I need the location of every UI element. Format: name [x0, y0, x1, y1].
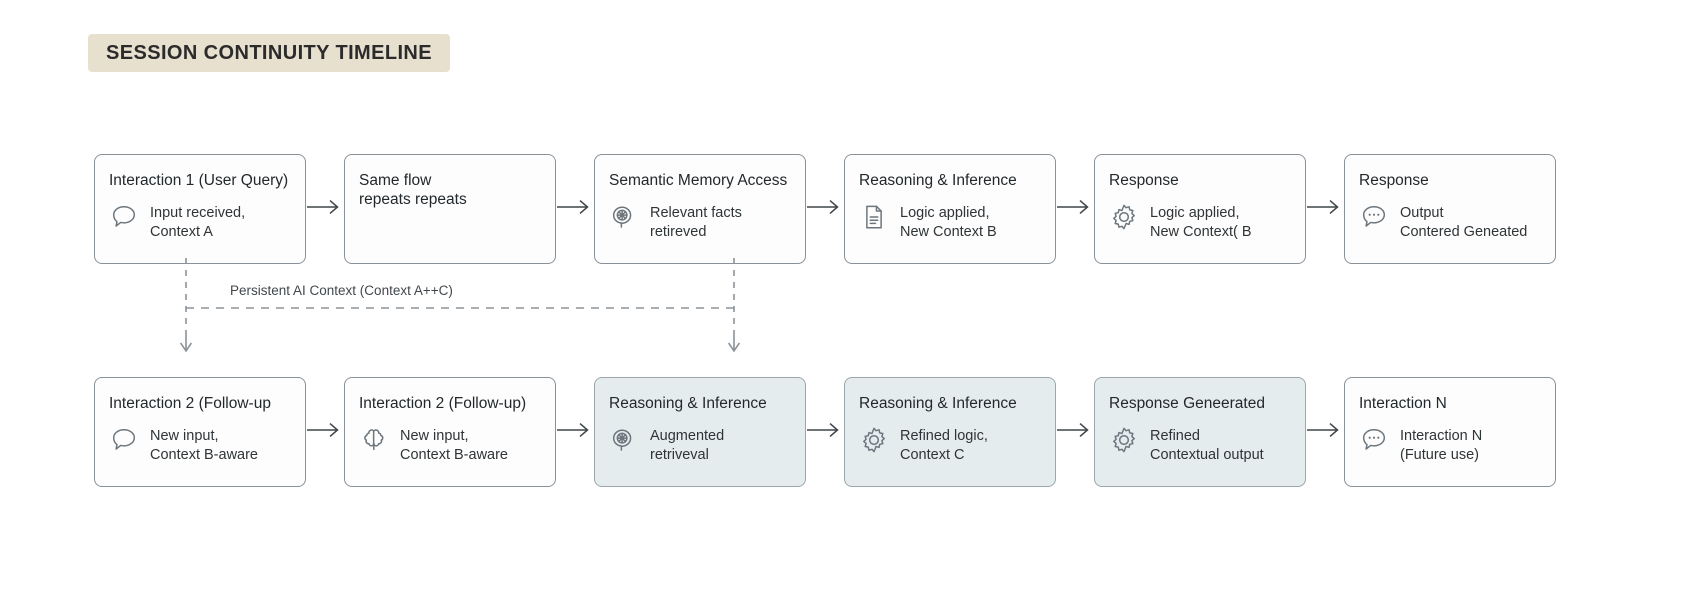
speech-bubble-dots-icon: [1359, 425, 1389, 455]
flow-node-text: Input received, Context A: [150, 205, 246, 240]
flow-node-title: Interaction N: [1359, 395, 1447, 412]
flow-node[interactable]: Interaction N Interaction N (Future use): [1344, 377, 1556, 487]
speech-bubble-dots-icon: [1359, 202, 1389, 232]
flow-node-title: Interaction 1 (User Query): [109, 172, 289, 189]
flow-node-body: Logic applied, New Context( B: [1109, 202, 1291, 241]
flow-node-title: Interaction 2 (Follow-up: [109, 395, 271, 412]
page-title: SESSION CONTINUITY TIMELINE: [88, 34, 451, 72]
flow-arrow: [1056, 154, 1094, 264]
flow-arrow: [556, 154, 594, 264]
flow-arrow: [1306, 377, 1344, 487]
flow-node-text: Refined logic, Context C: [900, 428, 988, 463]
flow-node-title: Semantic Memory Access: [609, 172, 788, 189]
flow-node-text: Logic applied, New Context B: [900, 205, 997, 240]
flow-node-text: Logic applied, New Context( B: [1150, 205, 1252, 240]
flow-node-text: Output Contered Geneated: [1400, 205, 1528, 240]
flow-node-text: New input, Context B-aware: [400, 428, 508, 463]
speech-bubble-icon: [109, 202, 139, 232]
flow-arrow: [1056, 377, 1094, 487]
flow-node-body: Augmented retriveval: [609, 425, 791, 464]
gear-icon: [1109, 202, 1139, 232]
flow-node[interactable]: Interaction 2 (Follow-up) New input, Cont…: [344, 377, 556, 487]
flow-node-title: Response: [1109, 172, 1179, 189]
flow-node-text: Refined Contextual output: [1150, 428, 1264, 463]
flow-node-title: Reasoning & Inference: [859, 172, 1017, 189]
speech-bubble-icon: [109, 425, 139, 455]
flow-node-body: Output Contered Geneated: [1359, 202, 1541, 241]
flow-node-title: Same flow repeats repeats: [359, 172, 467, 208]
brain-lobes-icon: [359, 425, 389, 455]
flow-arrow: [806, 377, 844, 487]
flow-node-body: New input, Context B-aware: [109, 425, 291, 464]
brain-circuit-icon: [609, 425, 639, 455]
flow-node-body: Relevant facts retireved: [609, 202, 791, 241]
persistent-context-connector: [179, 258, 741, 354]
flow-node-body: Logic applied, New Context B: [859, 202, 1041, 241]
flow-node[interactable]: Same flow repeats repeats: [344, 154, 556, 264]
flow-node-title: Interaction 2 (Follow-up): [359, 395, 527, 412]
flow-arrow: [556, 377, 594, 487]
flow-node-text: New input, Context B-aware: [150, 428, 258, 463]
flow-node-text: Interaction N (Future use): [1400, 428, 1483, 463]
flow-arrow: [306, 154, 344, 264]
flow-node-title: Response: [1359, 172, 1429, 189]
flow-arrow: [806, 154, 844, 264]
gear-icon: [859, 425, 889, 455]
document-icon: [859, 202, 889, 232]
flow-node-title: Reasoning & Inference: [609, 395, 767, 412]
flow-node-body: Refined logic, Context C: [859, 425, 1041, 464]
brain-circuit-icon: [609, 202, 639, 232]
flow-node-body: Refined Contextual output: [1109, 425, 1291, 464]
flow-node-text: Augmented retriveval: [650, 428, 725, 463]
flow-node-body: Input received, Context A: [109, 202, 291, 241]
flow-node-body: Interaction N (Future use): [1359, 425, 1541, 464]
flow-node[interactable]: Interaction 1 (User Query) Input received…: [94, 154, 306, 264]
flow-node-text: Relevant facts retireved: [650, 205, 742, 240]
flow-node-title: Response Geneerated: [1109, 395, 1265, 412]
flow-arrow: [306, 377, 344, 487]
flow-arrow: [1306, 154, 1344, 264]
persistent-context-label: Persistent AI Context (Context A++C): [222, 283, 461, 298]
flow-row-1: Interaction 1 (User Query) Input received…: [94, 154, 1556, 264]
flow-node-body: New input, Context B-aware: [359, 425, 541, 464]
flow-node-title: Reasoning & Inference: [859, 395, 1017, 412]
gear-icon: [1109, 425, 1139, 455]
